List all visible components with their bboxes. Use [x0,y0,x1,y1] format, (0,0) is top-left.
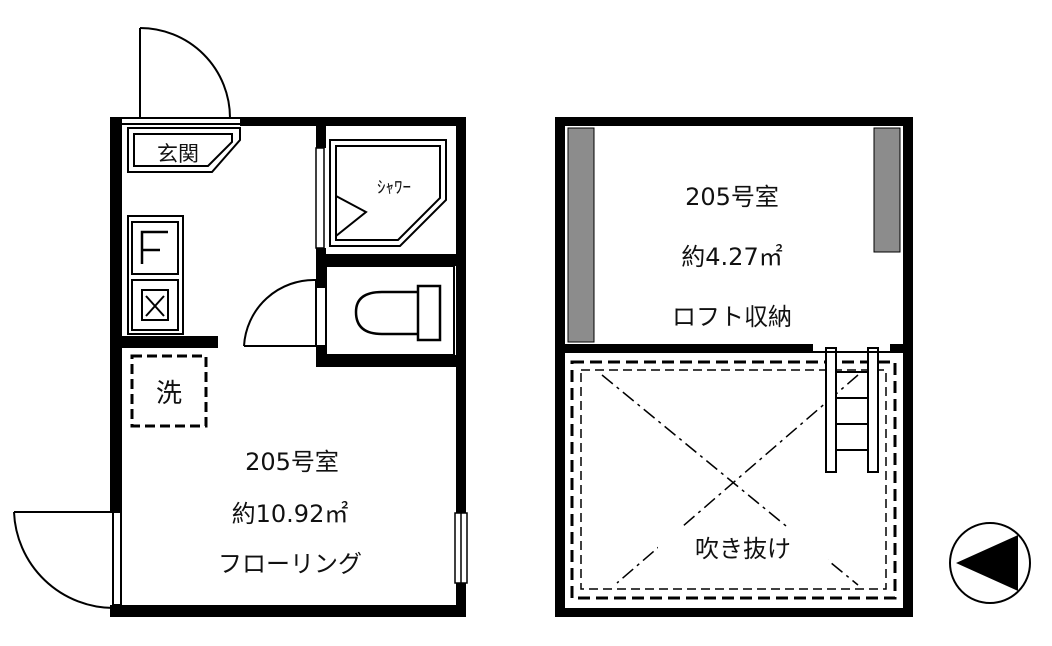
ground-floor-plan: 玄関 ｼｬﾜｰ [13,27,468,617]
ground-flooring-label: フローリング [218,550,362,578]
shower-unit [329,139,447,247]
sink-icon [140,230,168,264]
shower-side-partition [315,147,325,249]
ground-room-number: 205号室 [245,448,339,476]
entrance-door-swing [118,27,245,125]
loft-right-column [873,127,901,253]
stove-icon [141,289,169,321]
north-arrow-icon [949,522,1031,604]
loft-room-number: 205号室 [685,183,779,211]
loft-storage-label: ロフト収納 [672,303,792,331]
entrance-step [127,127,241,173]
loft-outer-walls [555,117,913,617]
void-label: 吹き抜け [695,535,791,563]
ground-room-area: 約10.92㎡ [232,500,349,528]
loft-plan: 205号室 約4.27㎡ ロフト収納 吹き抜け [555,117,913,617]
ladder-icon [808,347,890,473]
toilet-room [325,265,455,356]
entrance-label: 玄関 [157,142,199,166]
toilet-door-swing [243,278,317,347]
toilet-icon [354,284,442,342]
void-label-bg [658,528,828,568]
side-door-swing [13,511,122,610]
interior-walls [122,126,458,367]
washer-space [130,354,208,428]
shower-label: ｼｬﾜｰ [377,178,411,198]
washer-label: 洗 [156,379,182,409]
kitchen-counter [127,215,184,335]
loft-area: 約4.27㎡ [681,243,782,271]
loft-left-column [567,127,595,343]
right-window [454,512,468,584]
outer-walls [110,117,466,617]
